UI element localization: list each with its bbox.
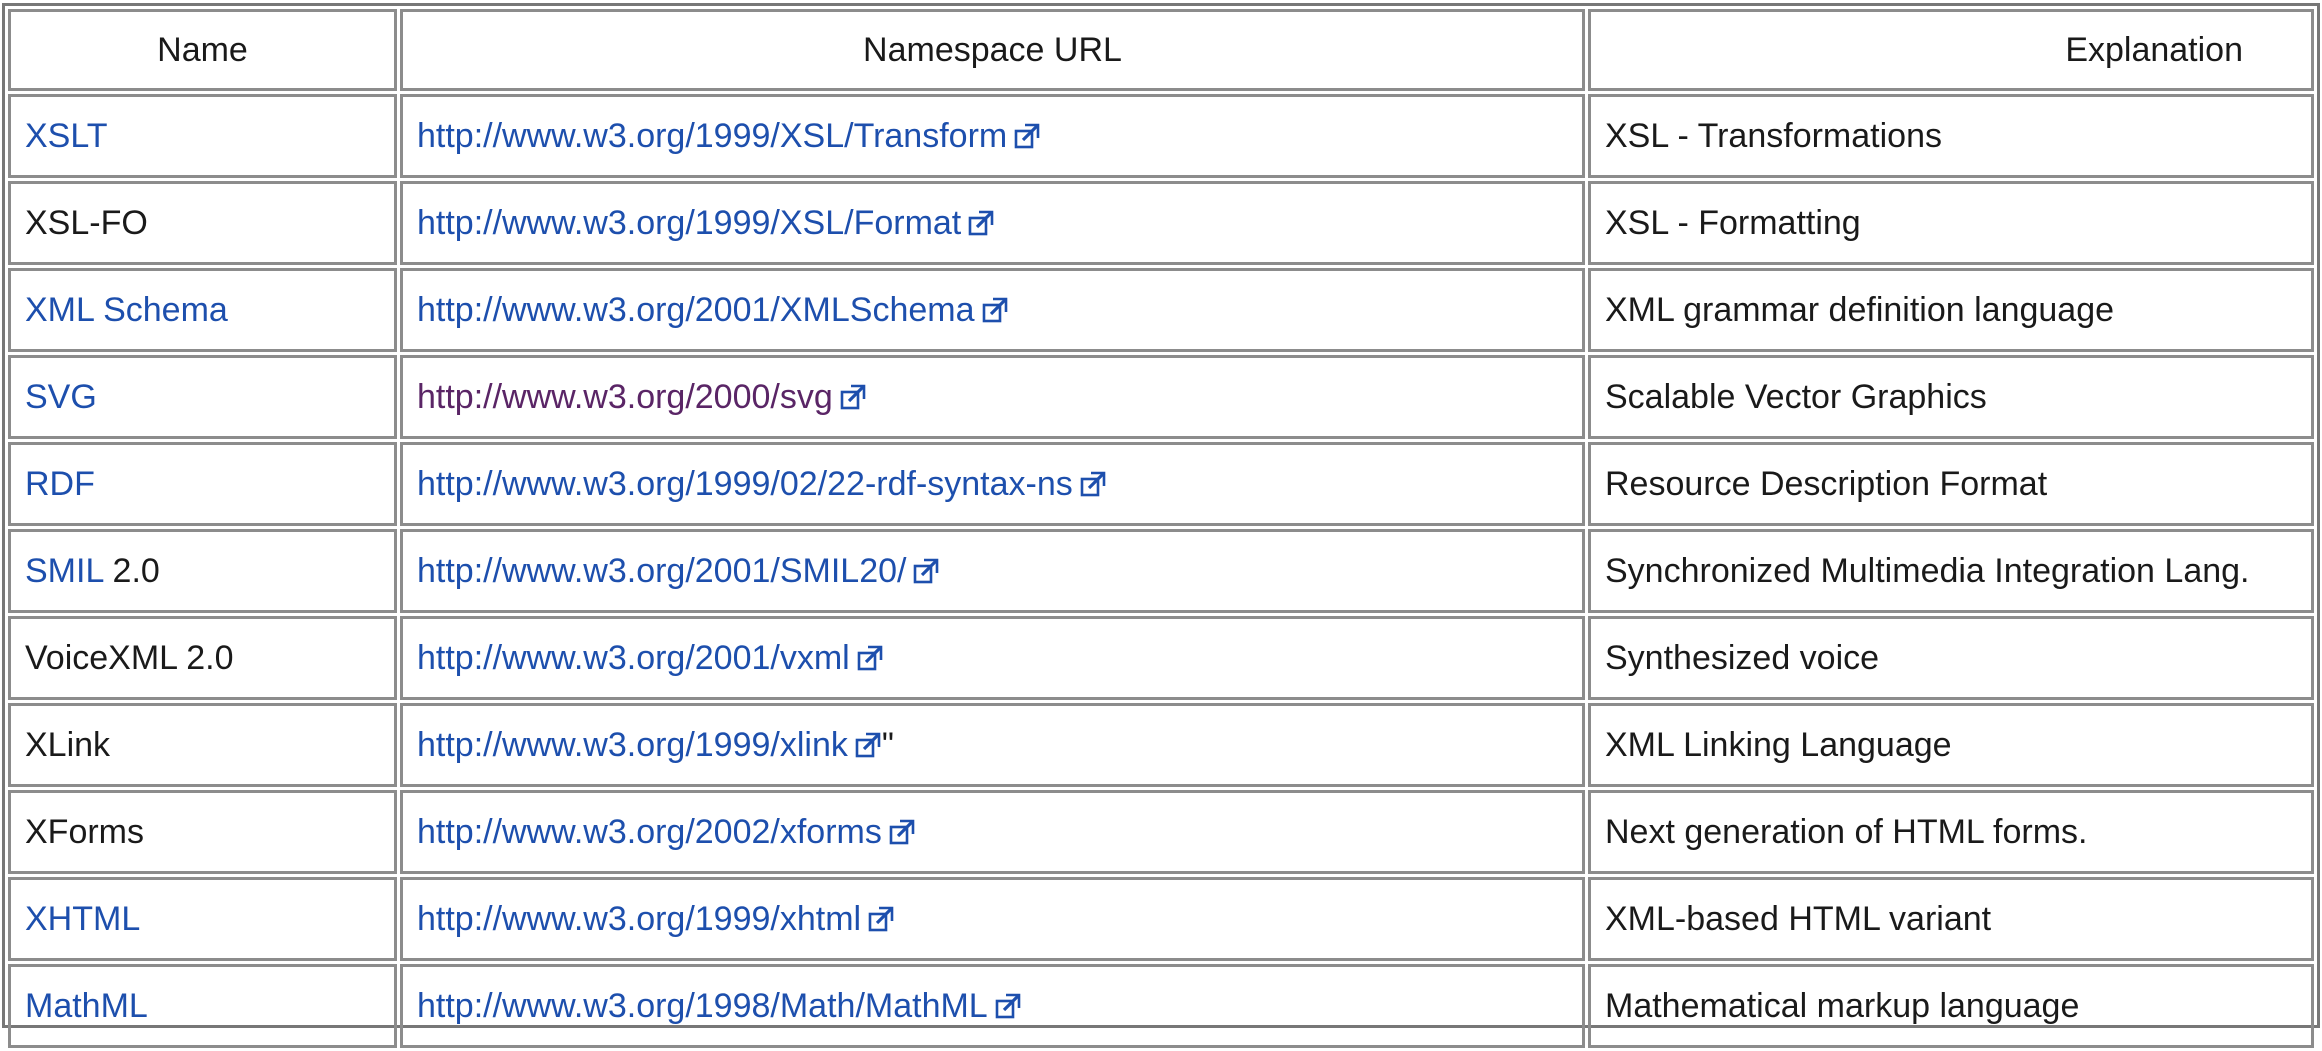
cell-name: RDF [8,442,397,526]
namespace-url-link[interactable]: http://www.w3.org/2001/SMIL20/ [417,551,907,590]
cell-namespace-url: http://www.w3.org/1999/02/22-rdf-syntax-… [400,442,1585,526]
table-row: XLink http://www.w3.org/1999/xlink " XML Li… [8,703,2314,787]
name-link[interactable]: XHTML [25,899,141,938]
cell-explanation: Synchronized Multimedia Integration Lang… [1588,529,2314,613]
name-link[interactable]: SMIL [25,551,104,590]
cell-namespace-url: http://www.w3.org/2002/xforms [400,790,1585,874]
table-header-row: Name Namespace URL Explanation [8,9,2314,91]
cell-explanation: Resource Description Format [1588,442,2314,526]
name-text: XForms [25,812,144,851]
namespace-url-link[interactable]: http://www.w3.org/2001/vxml [417,638,850,677]
cell-namespace-url: http://www.w3.org/1999/XSL/Transform [400,94,1585,178]
cell-name: XSL-FO [8,181,397,265]
external-link-icon[interactable] [856,642,884,670]
namespace-url-link[interactable]: http://www.w3.org/1999/02/22-rdf-syntax-… [417,464,1073,503]
namespace-url-link[interactable]: http://www.w3.org/2001/XMLSchema [417,290,975,329]
cell-namespace-url: http://www.w3.org/2001/XMLSchema [400,268,1585,352]
cell-name: XSLT [8,94,397,178]
namespace-url-link[interactable]: http://www.w3.org/2000/svg [417,377,833,416]
header-explanation: Explanation [1588,9,2314,91]
cell-name: SMIL 2.0 [8,529,397,613]
namespace-url-link[interactable]: http://www.w3.org/1998/Math/MathML [417,986,988,1025]
cell-explanation: Mathematical markup language [1588,964,2314,1048]
name-text: XLink [25,725,111,764]
external-link-icon[interactable] [994,990,1022,1018]
namespace-url-link[interactable]: http://www.w3.org/1999/xlink [417,725,848,764]
table-row: XSLT http://www.w3.org/1999/XSL/Transform… [8,94,2314,178]
table-row: XHTML http://www.w3.org/1999/xhtml XML-bas… [8,877,2314,961]
name-link[interactable]: XML Schema [25,290,228,329]
cell-explanation: Next generation of HTML forms. [1588,790,2314,874]
table-row: XSL-FO http://www.w3.org/1999/XSL/Format X… [8,181,2314,265]
namespace-table-frame: Name Namespace URL Explanation XSLT http:… [2,3,2320,1048]
header-name: Name [8,9,397,91]
name-link[interactable]: MathML [25,986,148,1025]
cell-explanation: XML Linking Language [1588,703,2314,787]
cell-namespace-url: http://www.w3.org/2000/svg [400,355,1585,439]
name-link[interactable]: RDF [25,464,95,503]
external-link-icon[interactable] [867,903,895,931]
table-row: XForms http://www.w3.org/2002/xforms Next … [8,790,2314,874]
namespace-url-link[interactable]: http://www.w3.org/1999/XSL/Format [417,203,962,242]
cell-namespace-url: http://www.w3.org/1999/XSL/Format [400,181,1585,265]
cell-name: XLink [8,703,397,787]
name-text: XSL-FO [25,203,148,242]
url-suffix: " [881,725,894,764]
cell-name: XML Schema [8,268,397,352]
cell-name: XForms [8,790,397,874]
external-link-icon[interactable] [967,207,995,235]
namespace-table: Name Namespace URL Explanation XSLT http:… [5,6,2317,1051]
cell-name: MathML [8,964,397,1048]
table-row: RDF http://www.w3.org/1999/02/22-rdf-synt… [8,442,2314,526]
external-link-icon[interactable] [1013,120,1041,148]
cell-explanation: XSL - Transformations [1588,94,2314,178]
external-link-icon[interactable] [839,381,867,409]
name-text: VoiceXML 2.0 [25,638,234,677]
external-link-icon[interactable] [854,729,882,757]
table-row: SVG http://www.w3.org/2000/svg Scalable Ve… [8,355,2314,439]
name-suffix: 2.0 [103,551,160,590]
cell-explanation: Synthesized voice [1588,616,2314,700]
cell-explanation: Scalable Vector Graphics [1588,355,2314,439]
external-link-icon[interactable] [981,294,1009,322]
cell-name: VoiceXML 2.0 [8,616,397,700]
table-row: XML Schema http://www.w3.org/2001/XMLSche… [8,268,2314,352]
cell-name: XHTML [8,877,397,961]
name-link[interactable]: SVG [25,377,97,416]
table-row: MathML http://www.w3.org/1998/Math/MathML… [8,964,2314,1048]
cell-explanation: XML grammar definition language [1588,268,2314,352]
header-namespace-url: Namespace URL [400,9,1585,91]
name-link[interactable]: XSLT [25,116,108,155]
namespace-url-link[interactable]: http://www.w3.org/2002/xforms [417,812,882,851]
namespace-url-link[interactable]: http://www.w3.org/1999/xhtml [417,899,862,938]
cell-name: SVG [8,355,397,439]
cell-explanation: XML-based HTML variant [1588,877,2314,961]
table-row: SMIL 2.0 http://www.w3.org/2001/SMIL20/Sy… [8,529,2314,613]
namespace-url-link[interactable]: http://www.w3.org/1999/XSL/Transform [417,116,1008,155]
external-link-icon[interactable] [1079,468,1107,496]
cell-namespace-url: http://www.w3.org/2001/vxml [400,616,1585,700]
cell-namespace-url: http://www.w3.org/1998/Math/MathML [400,964,1585,1048]
table-row: VoiceXML 2.0 http://www.w3.org/2001/vxml S… [8,616,2314,700]
external-link-icon[interactable] [888,816,916,844]
cell-namespace-url: http://www.w3.org/2001/SMIL20/ [400,529,1585,613]
cell-namespace-url: http://www.w3.org/1999/xhtml [400,877,1585,961]
cell-explanation: XSL - Formatting [1588,181,2314,265]
cell-namespace-url: http://www.w3.org/1999/xlink " [400,703,1585,787]
table-body: XSLT http://www.w3.org/1999/XSL/Transform… [8,94,2314,1048]
external-link-icon[interactable] [912,555,940,583]
